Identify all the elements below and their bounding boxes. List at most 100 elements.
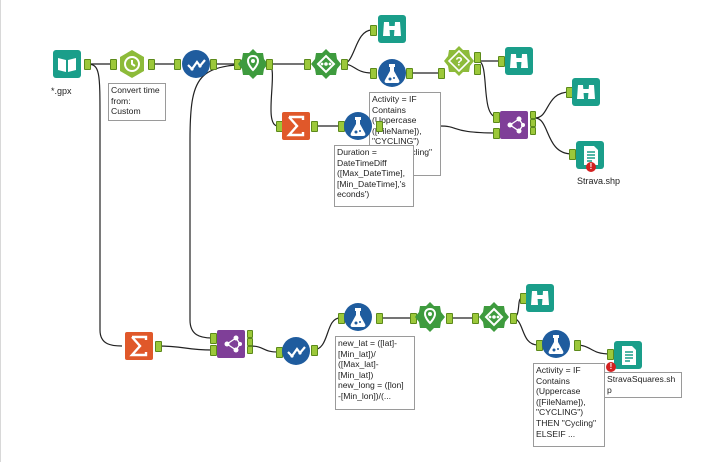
flask-icon bbox=[378, 59, 406, 87]
input-anchor[interactable] bbox=[498, 56, 505, 67]
join-icon bbox=[217, 330, 245, 358]
new-lat-annotation: new_lat = ([lat]- [Min_lat])/ ([Max_lat]… bbox=[335, 336, 415, 410]
output-anchor[interactable] bbox=[574, 340, 581, 351]
output-anchor[interactable] bbox=[446, 313, 453, 324]
formula-tool[interactable] bbox=[541, 329, 571, 359]
input-anchor[interactable] bbox=[174, 59, 181, 70]
datetime-tool[interactable] bbox=[117, 49, 147, 79]
input-anchor[interactable] bbox=[569, 149, 576, 160]
connector bbox=[534, 91, 571, 119]
true-anchor[interactable] bbox=[474, 52, 481, 63]
output-anchor[interactable] bbox=[376, 121, 383, 132]
binoculars-icon bbox=[526, 284, 554, 312]
sigma-icon bbox=[125, 332, 153, 360]
output-anchor[interactable] bbox=[510, 313, 517, 324]
binoculars-icon bbox=[572, 78, 600, 106]
connector bbox=[189, 63, 269, 339]
output-tool[interactable] bbox=[575, 140, 605, 170]
output-tool[interactable] bbox=[613, 340, 643, 370]
output-anchor[interactable] bbox=[84, 59, 91, 70]
error-icon: ! bbox=[586, 162, 596, 172]
filter-tool[interactable]: ? bbox=[444, 46, 474, 76]
join-j-anchor[interactable] bbox=[530, 119, 536, 127]
join-icon bbox=[500, 111, 528, 139]
connector bbox=[575, 344, 611, 355]
select-tool[interactable] bbox=[181, 49, 211, 79]
input-label: *.gpx bbox=[51, 86, 72, 96]
create-points-tool[interactable] bbox=[238, 49, 268, 79]
output-label: StravaSquares.sh p bbox=[604, 372, 682, 398]
left-anchor[interactable] bbox=[493, 112, 500, 123]
output-anchor[interactable] bbox=[341, 59, 348, 70]
connector bbox=[267, 63, 279, 127]
output-anchor[interactable] bbox=[155, 341, 162, 352]
connector bbox=[156, 345, 213, 351]
map-pin-icon bbox=[415, 302, 445, 332]
check-icon bbox=[282, 337, 310, 365]
input-anchor[interactable] bbox=[370, 25, 377, 36]
input-anchor[interactable] bbox=[110, 59, 117, 70]
check-icon bbox=[182, 50, 210, 78]
right-anchor[interactable] bbox=[210, 345, 217, 356]
output-anchor[interactable] bbox=[148, 59, 155, 70]
browse-tool[interactable] bbox=[525, 283, 555, 313]
input-data-tool[interactable] bbox=[52, 49, 82, 79]
create-points-tool[interactable] bbox=[415, 302, 445, 332]
join-l-anchor[interactable] bbox=[530, 111, 536, 119]
output-anchor[interactable] bbox=[210, 59, 217, 70]
output-anchor[interactable] bbox=[406, 68, 413, 79]
join-l-anchor[interactable] bbox=[247, 330, 253, 338]
formula-tool[interactable] bbox=[343, 111, 373, 141]
flask-icon bbox=[542, 330, 570, 358]
binoculars-icon bbox=[505, 47, 533, 75]
browse-tool[interactable] bbox=[571, 77, 601, 107]
browse-tool[interactable] bbox=[504, 46, 534, 76]
summarize-tool[interactable] bbox=[281, 111, 311, 141]
spatial-info-tool[interactable] bbox=[479, 302, 509, 332]
clock-icon bbox=[120, 50, 144, 78]
output-anchor[interactable] bbox=[311, 121, 318, 132]
join-tool[interactable] bbox=[499, 110, 529, 140]
sigma-icon bbox=[282, 112, 310, 140]
join-j-anchor[interactable] bbox=[247, 338, 253, 346]
select-tool[interactable] bbox=[281, 336, 311, 366]
map-pin-icon bbox=[238, 49, 268, 79]
input-anchor[interactable] bbox=[370, 68, 377, 79]
input-anchor[interactable] bbox=[472, 313, 479, 324]
formula-tool[interactable] bbox=[377, 58, 407, 88]
document-icon bbox=[576, 141, 604, 169]
output-anchor[interactable] bbox=[376, 313, 383, 324]
connector bbox=[477, 60, 498, 118]
diamond-dots-icon bbox=[479, 302, 509, 332]
formula-tool[interactable] bbox=[343, 302, 373, 332]
binoculars-icon bbox=[378, 15, 406, 43]
output-anchor[interactable] bbox=[266, 59, 273, 70]
join-tool[interactable] bbox=[216, 329, 246, 359]
output-label: Strava.shp bbox=[577, 176, 621, 186]
connector bbox=[249, 345, 279, 353]
join-r-anchor[interactable] bbox=[530, 127, 536, 135]
flask-icon bbox=[344, 112, 372, 140]
book-icon bbox=[53, 50, 81, 78]
document-icon bbox=[614, 341, 642, 369]
input-anchor[interactable] bbox=[607, 349, 614, 360]
svg-text:?: ? bbox=[455, 55, 462, 69]
question-icon: ? bbox=[444, 46, 474, 76]
diamond-dots-icon bbox=[311, 49, 341, 79]
join-r-anchor[interactable] bbox=[247, 346, 253, 354]
output-anchor[interactable] bbox=[311, 345, 318, 356]
spatial-info-tool[interactable] bbox=[311, 49, 341, 79]
canvas-border bbox=[0, 0, 1, 462]
false-anchor[interactable] bbox=[474, 64, 481, 75]
input-anchor[interactable] bbox=[438, 68, 445, 79]
connector bbox=[534, 117, 573, 155]
input-anchor[interactable] bbox=[304, 59, 311, 70]
right-anchor[interactable] bbox=[493, 128, 500, 139]
left-anchor[interactable] bbox=[210, 333, 217, 344]
flask-icon bbox=[344, 303, 372, 331]
summarize-tool[interactable] bbox=[124, 331, 154, 361]
connector bbox=[86, 63, 123, 347]
browse-tool[interactable] bbox=[377, 14, 407, 44]
error-icon: ! bbox=[606, 362, 616, 372]
